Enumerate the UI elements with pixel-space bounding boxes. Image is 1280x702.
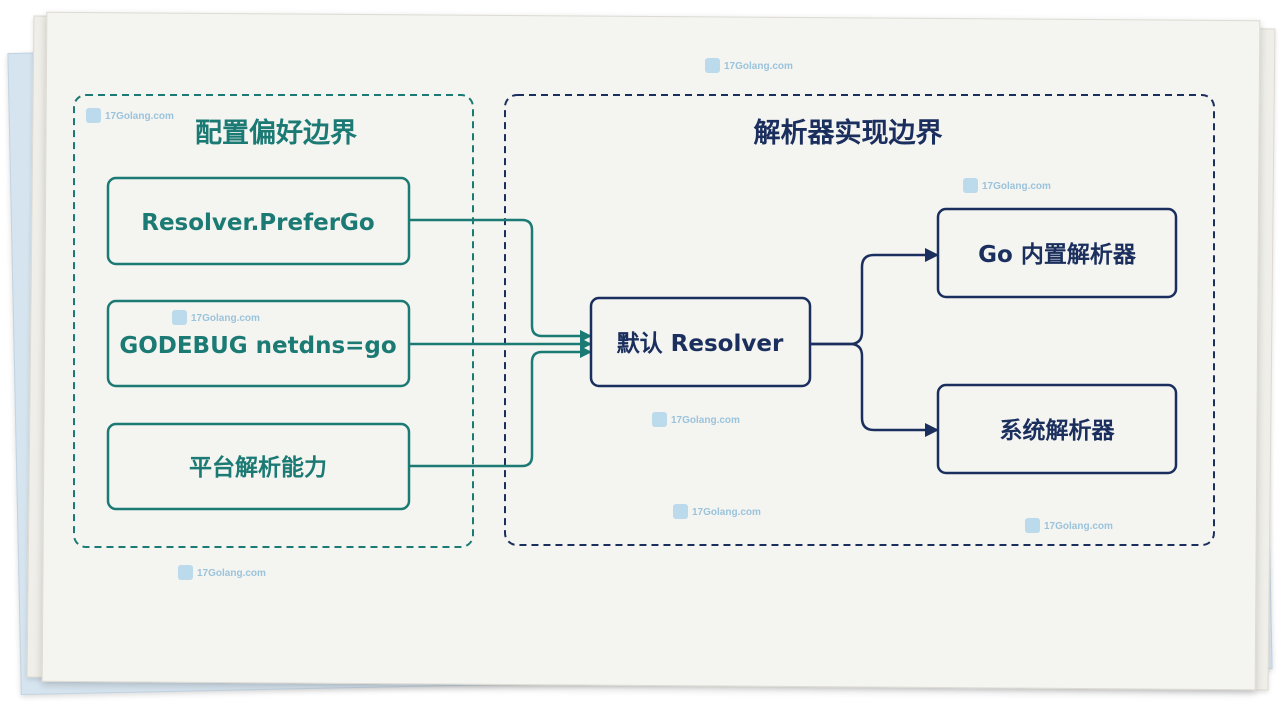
node-platform: 平台解析能力 bbox=[106, 422, 411, 511]
watermark: 17Golang.com bbox=[652, 412, 740, 427]
watermark: 17Golang.com bbox=[705, 58, 793, 73]
edge-prefergo-to-resolver bbox=[410, 218, 592, 342]
svg-text:17Golang.com: 17Golang.com bbox=[724, 61, 793, 72]
watermark: 17Golang.com bbox=[673, 504, 761, 519]
node-system-label: 系统解析器 bbox=[1000, 417, 1116, 444]
gopher-logo-icon bbox=[705, 58, 720, 73]
watermark: 17Golang.com bbox=[963, 178, 1051, 193]
gopher-logo-icon bbox=[172, 310, 187, 325]
resolver-group-title: 解析器实现边界 bbox=[754, 117, 943, 149]
node-platform-label: 平台解析能力 bbox=[189, 454, 327, 481]
node-system: 系统解析器 bbox=[936, 383, 1178, 475]
resolver-boundary bbox=[504, 94, 1215, 546]
watermark: 17Golang.com bbox=[86, 108, 174, 123]
edge-resolver-to-go-builtin bbox=[810, 248, 939, 346]
gopher-logo-icon bbox=[652, 412, 667, 427]
node-godebug-label: GODEBUG netdns=go bbox=[119, 333, 396, 359]
node-prefer-go-label: Resolver.PreferGo bbox=[141, 210, 375, 236]
node-default-resolver-label: 默认 Resolver bbox=[617, 330, 784, 357]
svg-text:17Golang.com: 17Golang.com bbox=[1044, 521, 1113, 532]
watermark: 17Golang.com bbox=[172, 310, 260, 325]
svg-text:17Golang.com: 17Golang.com bbox=[982, 181, 1051, 192]
svg-text:17Golang.com: 17Golang.com bbox=[197, 568, 266, 579]
edge-platform-to-resolver bbox=[410, 346, 592, 468]
config-group-title: 配置偏好边界 bbox=[195, 118, 357, 149]
gopher-logo-icon bbox=[178, 565, 193, 580]
node-default-resolver: 默认 Resolver bbox=[589, 296, 812, 388]
svg-text:17Golang.com: 17Golang.com bbox=[671, 415, 740, 426]
node-go-builtin-label: Go 内置解析器 bbox=[978, 241, 1137, 268]
svg-text:17Golang.com: 17Golang.com bbox=[692, 507, 761, 518]
watermark: 17Golang.com bbox=[178, 565, 266, 580]
node-prefer-go: Resolver.PreferGo bbox=[106, 176, 411, 266]
gopher-logo-icon bbox=[1025, 518, 1040, 533]
node-go-builtin: Go 内置解析器 bbox=[936, 207, 1178, 299]
svg-text:17Golang.com: 17Golang.com bbox=[191, 313, 260, 324]
gopher-logo-icon bbox=[673, 504, 688, 519]
svg-text:17Golang.com: 17Golang.com bbox=[105, 111, 174, 122]
watermark: 17Golang.com bbox=[1025, 518, 1113, 533]
gopher-logo-icon bbox=[86, 108, 101, 123]
edge-resolver-to-system bbox=[810, 342, 939, 437]
gopher-logo-icon bbox=[963, 178, 978, 193]
